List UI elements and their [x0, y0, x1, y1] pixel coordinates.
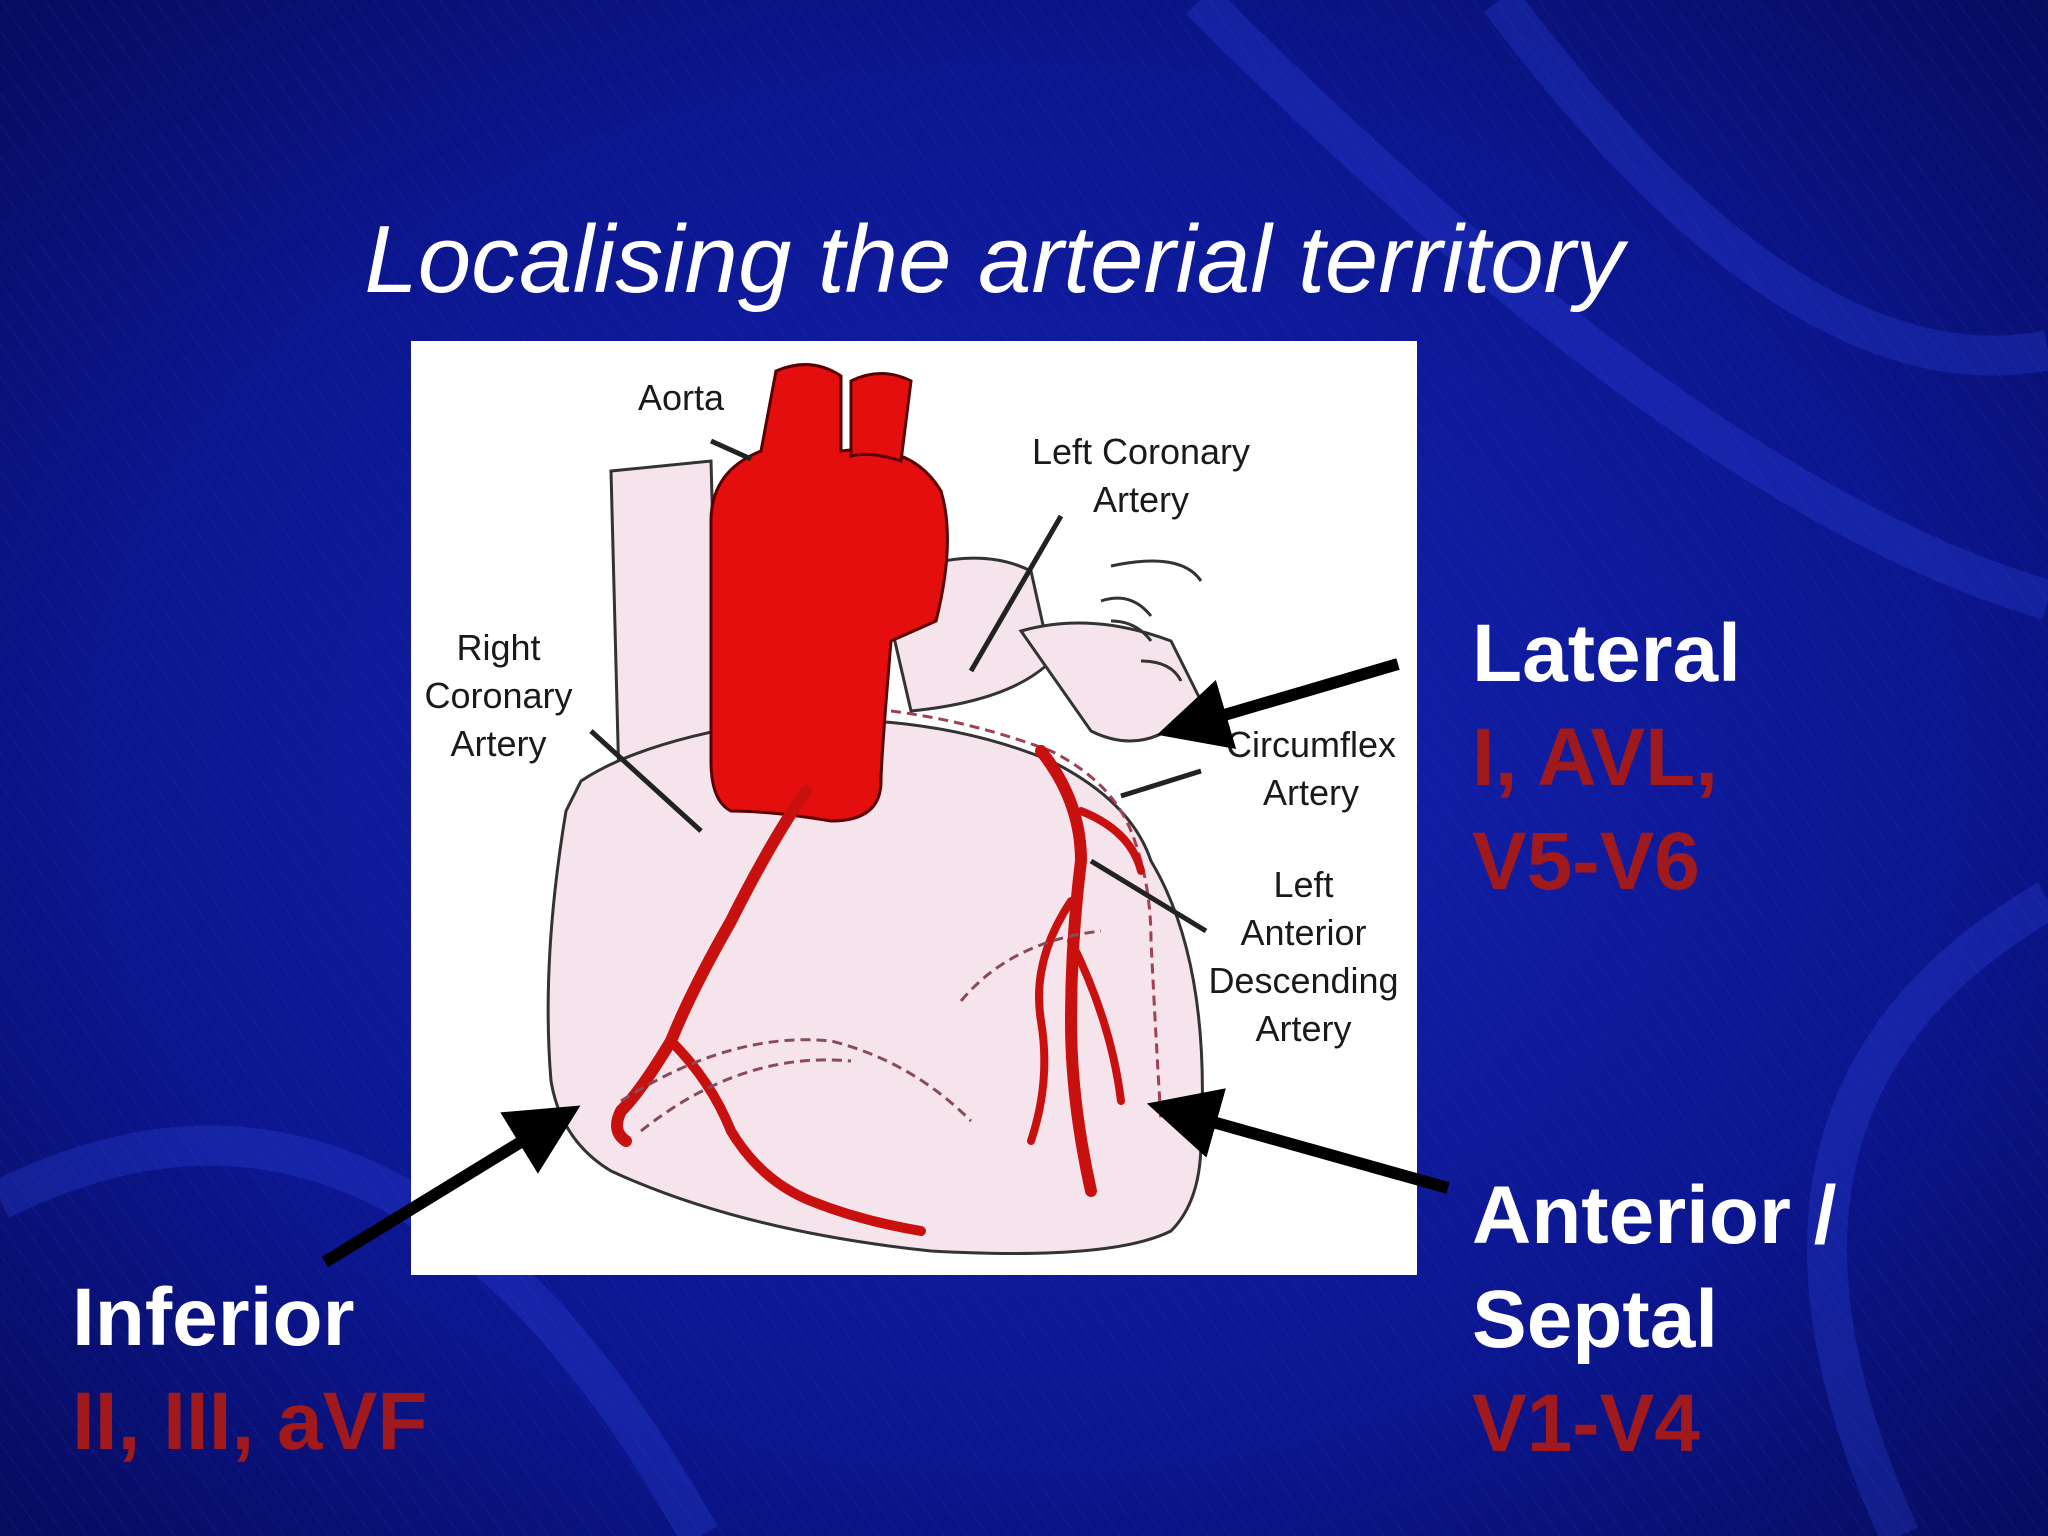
- region-inferior: Inferior II, III, aVF: [72, 1266, 427, 1474]
- slide-title: Localising the arterial territory: [364, 206, 1624, 313]
- region-inferior-leads: II, III, aVF: [72, 1376, 428, 1467]
- inferior-arrow: [321, 1105, 581, 1268]
- region-anterior-septal: Anterior / Septal V1-V4: [1472, 1164, 1836, 1476]
- region-lateral: Lateral I, AVL, V5-V6: [1472, 602, 1741, 914]
- region-lateral-heading: Lateral: [1472, 608, 1741, 699]
- region-anterior-heading-2: Septal: [1472, 1274, 1719, 1365]
- label-lad-artery: Left Anterior Descending Artery: [1208, 864, 1399, 1049]
- region-lateral-leads-1: I, AVL,: [1472, 712, 1718, 803]
- region-lateral-leads-2: V5-V6: [1472, 816, 1700, 907]
- label-right-coronary-artery: Right Coronary Artery: [424, 627, 573, 764]
- region-anterior-leads: V1-V4: [1472, 1378, 1700, 1469]
- region-anterior-heading-1: Anterior /: [1472, 1170, 1837, 1261]
- label-aorta: Aorta: [637, 377, 725, 418]
- heart-illustration: [546, 363, 1208, 1255]
- label-circumflex-artery: Circumflex Artery: [1225, 724, 1396, 813]
- region-inferior-heading: Inferior: [72, 1272, 355, 1363]
- anterior-arrow: [1146, 1088, 1450, 1194]
- lateral-arrow: [1156, 658, 1400, 750]
- label-left-coronary-artery: Left Coronary Artery: [1031, 431, 1251, 520]
